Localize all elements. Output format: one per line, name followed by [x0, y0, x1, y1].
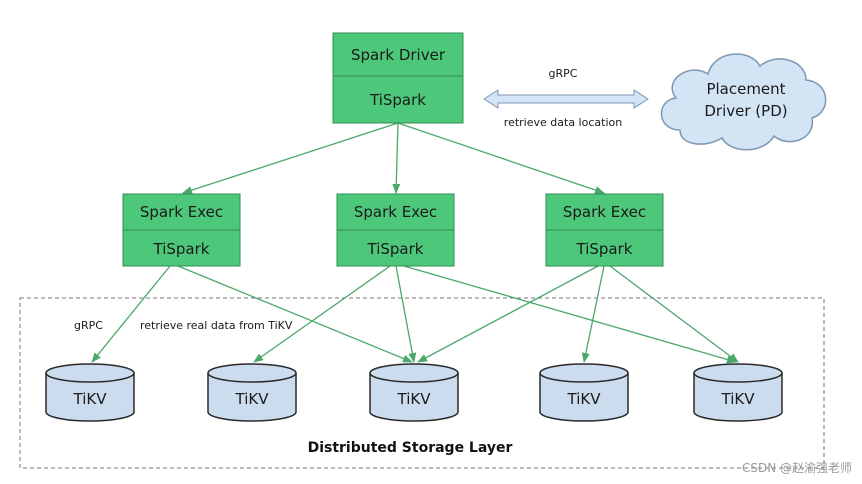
tikv-label: TiKV [397, 390, 432, 408]
driver-pd-purpose-label: retrieve data location [504, 116, 622, 129]
placement-driver-line2: Driver (PD) [704, 102, 787, 120]
placement-driver-node: Placement Driver (PD) [660, 53, 827, 151]
spark-driver-tispark-label: TiSpark [369, 91, 426, 109]
tikv-node-4: TiKV [539, 363, 629, 422]
spark-exec-tispark-label: TiSpark [576, 240, 633, 258]
driver-to-exec-2-arrow [392, 122, 401, 194]
driver-pd-grpc-label: gRPC [549, 67, 578, 80]
exec-1-to-tikv-3-arrow [177, 265, 413, 363]
spark-exec-tispark-label: TiSpark [367, 240, 424, 258]
exec-3-to-tikv-5-arrow [609, 265, 739, 363]
spark-exec-label: Spark Exec [563, 203, 646, 221]
spark-exec-node-1: Spark Exec TiSpark [122, 193, 241, 267]
database-cylinder-icon [207, 373, 297, 422]
database-cylinder-top [207, 363, 297, 383]
tikv-node-5: TiKV [693, 363, 783, 422]
spark-exec-label: Spark Exec [354, 203, 437, 221]
driver-to-exec-3-arrow [397, 122, 605, 194]
grpc-double-arrow-icon [483, 89, 649, 109]
connection-lines [91, 122, 739, 364]
spark-driver-box [332, 32, 464, 124]
exec-2-to-tikv-2-arrow [253, 265, 391, 363]
spark-exec-node-3: Spark Exec TiSpark [545, 193, 664, 267]
storage-layer-border [19, 297, 825, 469]
driver-to-exec-1-arrow [182, 122, 399, 195]
watermark-label: CSDN @赵渝强老师 [742, 460, 852, 475]
tikv-node-2: TiKV [207, 363, 297, 422]
exec-2-to-tikv-5-arrow [403, 265, 737, 364]
spark-exec-tispark-label: TiSpark [153, 240, 210, 258]
tikv-node-3: TiKV [369, 363, 459, 422]
exec-1-to-tikv-1-arrow [91, 265, 171, 363]
spark-exec-label: Spark Exec [140, 203, 223, 221]
database-cylinder-top [693, 363, 783, 383]
exec-3-to-tikv-4-arrow [581, 265, 605, 363]
database-cylinder-icon [45, 373, 135, 422]
tikv-label: TiKV [567, 390, 602, 408]
grpc-driver-pd-arrow: gRPC retrieve data location [483, 67, 649, 129]
tikv-label: TiKV [235, 390, 270, 408]
storage-layer-label: Distributed Storage Layer [308, 440, 513, 456]
spark-driver-label: Spark Driver [351, 46, 446, 64]
exec-3-to-tikv-3-arrow [417, 265, 599, 363]
spark-driver-node: Spark Driver TiSpark [332, 32, 464, 124]
database-cylinder-icon [369, 373, 459, 422]
database-cylinder-icon [693, 373, 783, 422]
cloud-icon [660, 53, 827, 151]
database-cylinder-top [539, 363, 629, 383]
exec-tikv-grpc-label: gRPC [74, 319, 103, 332]
tikv-label: TiKV [73, 390, 108, 408]
exec-tikv-purpose-label: retrieve real data from TiKV [140, 319, 293, 332]
tikv-label: TiKV [721, 390, 756, 408]
database-cylinder-top [369, 363, 459, 383]
placement-driver-line1: Placement [706, 80, 785, 98]
exec-2-to-tikv-3-arrow [395, 265, 417, 363]
tikv-node-1: TiKV [45, 363, 135, 422]
database-cylinder-icon [539, 373, 629, 422]
spark-exec-node-2: Spark Exec TiSpark [336, 193, 455, 267]
database-cylinder-top [45, 363, 135, 383]
